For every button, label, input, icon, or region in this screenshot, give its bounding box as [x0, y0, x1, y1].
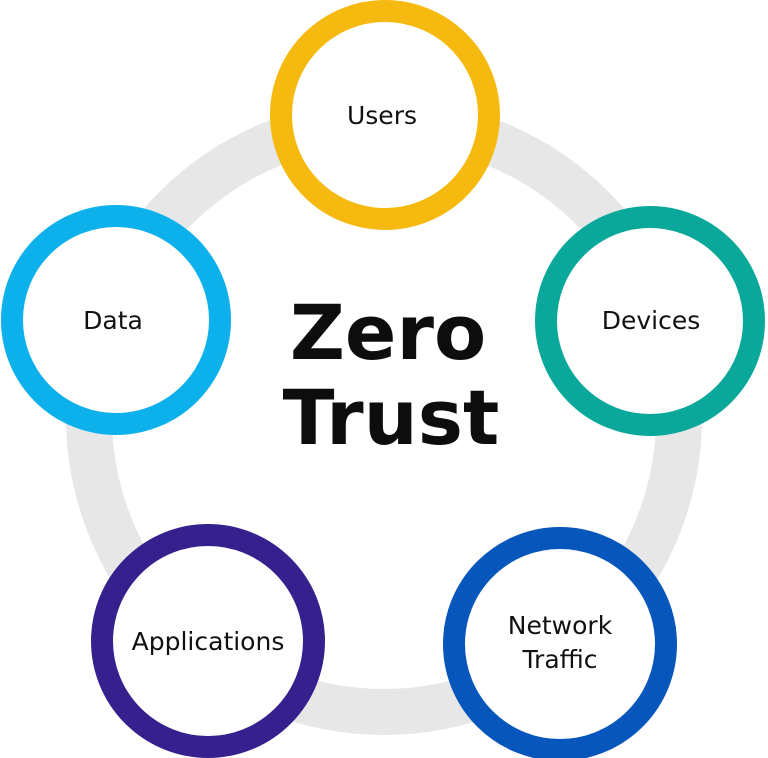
- node-users: Users: [270, 0, 500, 230]
- node-devices-ring: [535, 206, 765, 436]
- node-users-ring: [270, 0, 500, 230]
- node-data-ring: [1, 205, 231, 435]
- node-network-traffic-ring: [443, 527, 677, 758]
- node-devices-label: Devices: [602, 306, 701, 335]
- node-applications-ring: [91, 524, 325, 758]
- node-data: Data: [1, 205, 231, 435]
- node-network-traffic-label-line2: Traffic: [521, 645, 597, 674]
- node-users-label: Users: [347, 101, 417, 130]
- node-data-label: Data: [83, 306, 143, 335]
- center-title-line2: Trust: [283, 373, 500, 462]
- center-title: Zero Trust: [283, 288, 500, 462]
- node-applications-label: Applications: [132, 627, 285, 656]
- node-applications: Applications: [91, 524, 325, 758]
- node-devices: Devices: [535, 206, 765, 436]
- node-network-traffic-label-line1: Network: [508, 611, 613, 640]
- node-network-traffic: Network Traffic: [443, 527, 677, 758]
- center-title-line1: Zero: [290, 288, 486, 377]
